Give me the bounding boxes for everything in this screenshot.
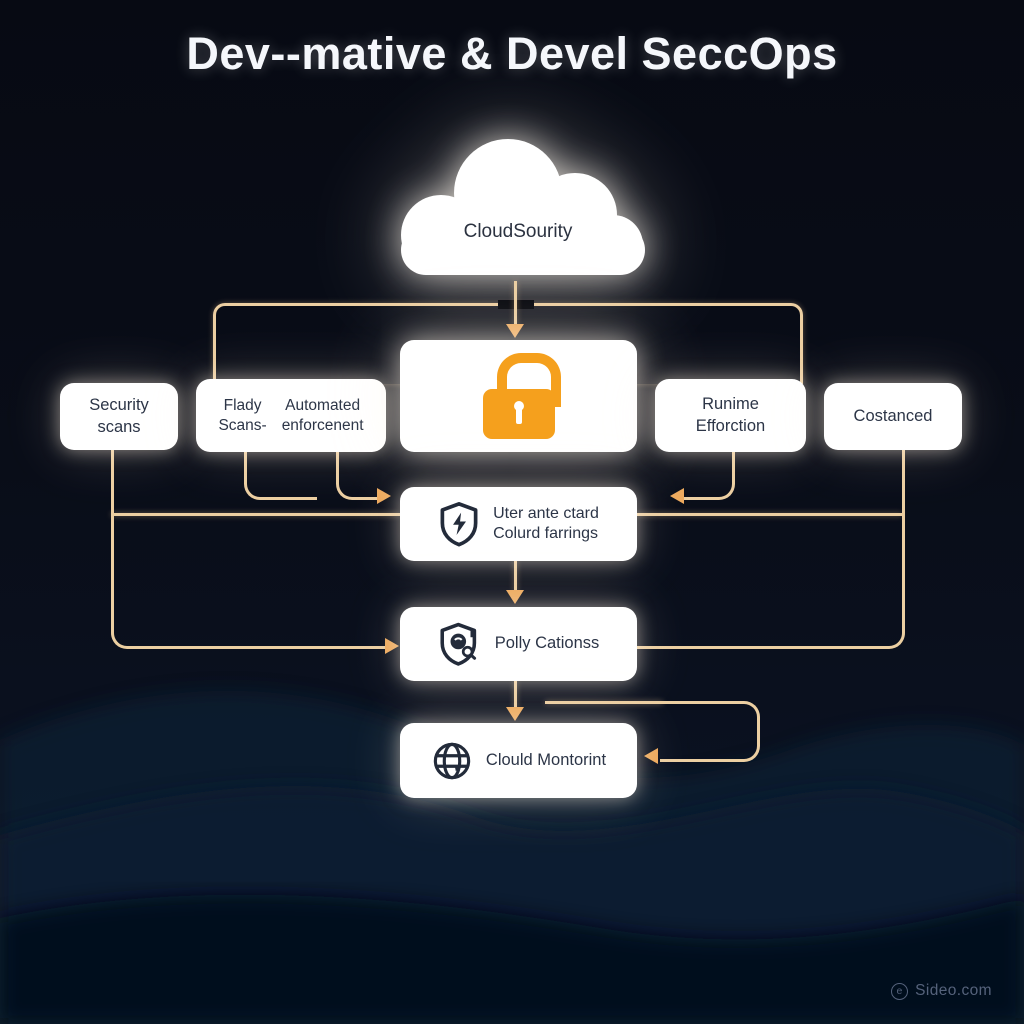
globe-icon [431,740,473,782]
connector-uter-to-polly [514,561,517,592]
connector-loop-top [545,701,663,704]
node-flady-col1-line1: Flady [223,396,262,414]
node-uter-line1: Uter ante ctard [493,504,599,522]
node-runtime-line1: Runime [702,395,759,414]
watermark: e Sideo.com [891,982,992,1000]
node-flady-col2-line2: enforcenent [281,416,364,434]
connector-security-to-polly [111,450,392,649]
connector-polly-to-monitoring [514,681,517,709]
connector-flady-drop-2 [336,452,383,500]
cloud-label: CloudSourity [463,221,573,242]
connector-costanced-branch [637,513,902,516]
cloud-node: CloudSourity [383,133,653,285]
connector-loop-bracket [660,701,760,762]
node-runtime: Runime Efforction [655,379,806,452]
connector-flady-drop-1 [244,452,317,500]
node-flady-scans: Flady Scans- Automated enforcenent [196,379,386,452]
node-polly-label: Polly Cationss [494,634,600,653]
shield-scan-icon [438,621,482,667]
node-security-scans: Security scans [60,383,178,450]
arrowhead-toward-uter-right [670,488,684,504]
circle-e-icon: e [891,982,909,1000]
arrowhead-into-lock [506,324,524,338]
watermark-text: Sideo.com [915,982,992,999]
node-flady-col2-line1: Automated [285,396,361,414]
connector-costanced-to-polly [637,450,905,649]
connector-runtime-drop [684,452,735,500]
arrowhead-into-monitoring-right [644,748,658,764]
node-security-line1: Security [89,396,149,415]
shield-bolt-icon [438,501,480,547]
page-title: Dev--mative & Devel SeccOps [186,28,838,79]
connector-cloud-to-lock [514,281,517,326]
cloud-icon [401,139,645,275]
node-lock [400,340,637,452]
node-security-line2: scans [97,417,141,436]
node-flady-col1-line2: Scans- [218,416,267,434]
node-costanced-label: Costanced [853,406,933,425]
node-costanced: Costanced [824,383,962,450]
arrowhead-into-polly-top [506,590,524,604]
node-polly: Polly Cationss [400,607,637,681]
arrowhead-into-polly-left [385,638,399,654]
node-cloud-monitoring: Clould Montorint [400,723,637,798]
node-uter: Uter ante ctard Colurd farrings [400,487,637,561]
node-runtime-line2: Efforction [695,416,766,435]
node-uter-line2: Colurd farrings [493,525,599,542]
arrowhead-into-uter-left [377,488,391,504]
connector-security-branch [111,513,400,516]
node-cloud-monitoring-label: Clould Montorint [485,750,607,769]
arrowhead-into-monitoring-top [506,707,524,721]
padlock-icon [482,353,561,439]
